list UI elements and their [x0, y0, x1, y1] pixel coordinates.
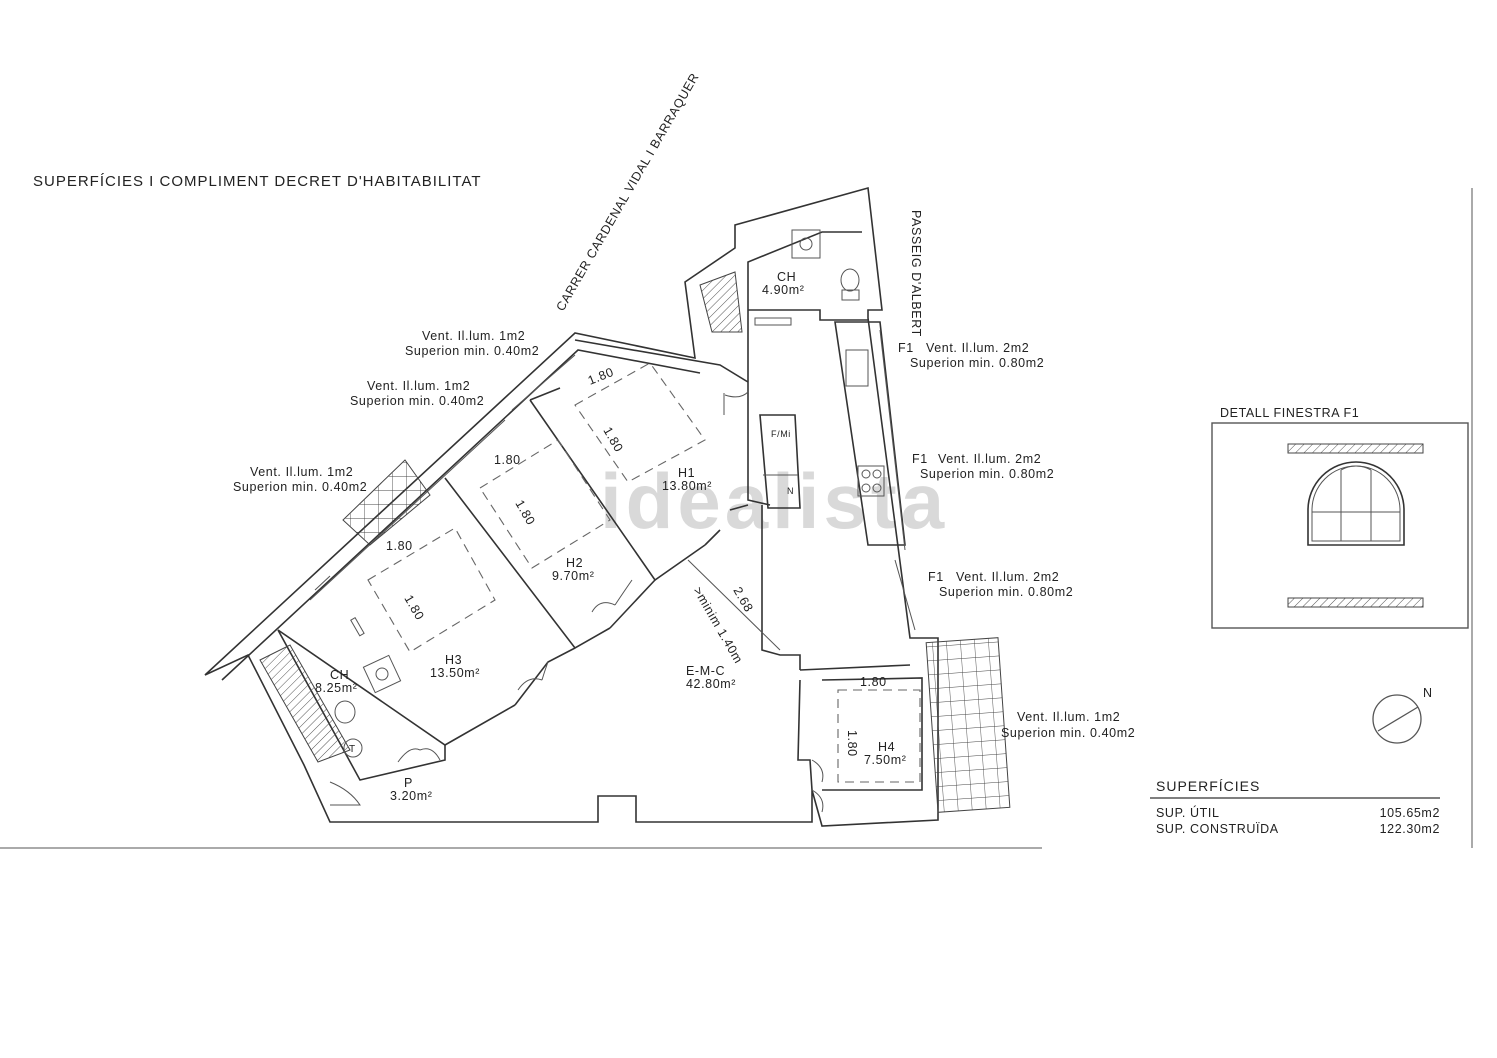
radiator-bar — [754, 317, 792, 326]
bed-h2 — [479, 439, 611, 569]
room-name: P — [404, 776, 413, 790]
sink-top — [791, 229, 821, 259]
room-area: 9.70m² — [552, 569, 595, 583]
window-note-line2: Superion min. 0.80m2 — [939, 585, 1073, 599]
window-note-line2: Superion min. 0.80m2 — [920, 467, 1054, 481]
window-note-line2: Superion min. 0.40m2 — [350, 394, 484, 408]
arched-window — [1307, 461, 1405, 546]
kitchen-counter — [834, 321, 906, 546]
dim-h4-width: 1.80 — [860, 675, 887, 689]
window-note-line2: Superion min. 0.40m2 — [1001, 726, 1135, 740]
balcony-left — [342, 459, 431, 546]
room-area: 13.80m² — [662, 479, 712, 493]
n-label: N — [787, 486, 794, 496]
room-name: CH — [330, 668, 349, 682]
toilet-top — [840, 268, 860, 292]
hatched-column — [699, 271, 743, 333]
window-note-line2: Superion min. 0.40m2 — [233, 480, 367, 494]
bath-t-circle — [343, 738, 363, 758]
watermark: idealista — [600, 457, 948, 545]
surface-label: SUP. CONSTRUÏDA — [1156, 822, 1279, 836]
bed-h4 — [837, 689, 921, 783]
dim-h2-depth: 1.80 — [512, 498, 537, 528]
shower-hatch — [259, 644, 351, 763]
compass-circle — [1372, 694, 1422, 744]
dim-h1-width: 1.80 — [586, 365, 616, 388]
dim-h3-depth: 1.80 — [401, 593, 426, 623]
fridge-label: F/Mi — [771, 429, 791, 439]
bed-h3 — [367, 527, 496, 653]
room-area: 8.25m² — [315, 681, 358, 695]
room-area: 3.20m² — [390, 789, 433, 803]
room-area: 4.90m² — [762, 283, 805, 297]
room-name: H3 — [445, 653, 462, 667]
surface-label: SUP. ÚTIL — [1156, 805, 1220, 820]
room-name: H1 — [678, 466, 695, 480]
room-name: E-M-C — [686, 664, 725, 678]
kitchen-sink — [845, 349, 869, 387]
dim-h1-depth: 1.80 — [600, 425, 625, 455]
cooktop — [857, 465, 885, 497]
room-name: H4 — [878, 740, 895, 754]
dim-h3-width: 1.80 — [386, 539, 413, 553]
window-note-line1: Vent. Il.lum. 1m2 — [367, 379, 470, 393]
window-note-prefix: F1 — [898, 341, 914, 355]
window-note-line1: Vent. Il.lum. 1m2 — [422, 329, 525, 343]
street-label-cardenal: CARRER CARDENAL VIDAL I BARRAQUER — [553, 71, 701, 314]
window-note-line1: Vent. Il.lum. 2m2 — [938, 452, 1041, 466]
window-note-line1: Vent. Il.lum. 2m2 — [956, 570, 1059, 584]
detail-hatch-top — [1287, 443, 1424, 454]
bath-t-label: T — [349, 744, 356, 755]
window-note-prefix: F1 — [928, 570, 944, 584]
window-note-line2: Superion min. 0.40m2 — [405, 344, 539, 358]
surface-value: 122.30m2 — [1380, 822, 1440, 836]
room-area: 13.50m² — [430, 666, 480, 680]
toilet-left — [334, 700, 356, 724]
window-note-line1: Vent. Il.lum. 1m2 — [250, 465, 353, 479]
window-note-prefix: F1 — [912, 452, 928, 466]
detail-frame — [1211, 422, 1469, 629]
window-detail: DETALL FINESTRA F1 — [1211, 406, 1469, 629]
dim-h2-width: 1.80 — [494, 453, 521, 467]
street-label-passeig: PASSEIG D'ALBERT — [909, 210, 923, 337]
window-note-line2: Superion min. 0.80m2 — [910, 356, 1044, 370]
room-name: CH — [777, 270, 796, 284]
fridge-column — [759, 414, 801, 509]
balcony-right — [925, 637, 1011, 813]
surface-value: 105.65m2 — [1380, 806, 1440, 820]
window-note-line1: Vent. Il.lum. 1m2 — [1017, 710, 1120, 724]
north-indicator: N — [1372, 686, 1433, 744]
window-note-line1: Vent. Il.lum. 2m2 — [926, 341, 1029, 355]
bed-h1 — [574, 362, 706, 483]
room-area: 42.80m² — [686, 677, 736, 691]
detail-hatch-bottom — [1287, 597, 1424, 608]
room-area: 7.50m² — [864, 753, 907, 767]
surfaces-summary: SUPERFÍCIES SUP. ÚTIL 105.65m2 SUP. CONS… — [1150, 778, 1440, 836]
sink-left — [362, 654, 402, 694]
surfaces-heading: SUPERFÍCIES — [1156, 778, 1260, 794]
window-notes: Vent. Il.lum. 1m2 Superion min. 0.40m2 V… — [233, 329, 1135, 740]
dim-h4-depth: 1.80 — [845, 730, 859, 757]
detail-title: DETALL FINESTRA F1 — [1220, 406, 1359, 420]
page-title: SUPERFÍCIES I COMPLIMENT DECRET D'HABITA… — [33, 173, 482, 190]
dimension-line-diag — [687, 559, 781, 651]
dim-diagonal-length: 2.68 — [730, 585, 755, 615]
room-name: H2 — [566, 556, 583, 570]
room-labels: CH 4.90m² H1 13.80m² H2 9.70m² H3 13.50m… — [315, 270, 907, 803]
north-label: N — [1423, 686, 1433, 700]
